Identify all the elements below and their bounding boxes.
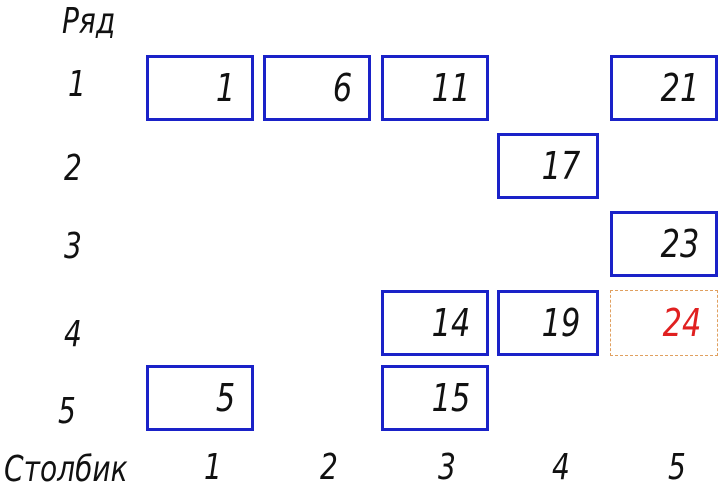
seat-number: 14 xyxy=(431,301,470,345)
seat-number: 17 xyxy=(541,144,580,188)
seat-number: 24 xyxy=(662,301,701,345)
seat-number: 6 xyxy=(332,66,352,110)
column-label-3: 3 xyxy=(438,447,456,488)
seat-box[interactable]: 23 xyxy=(610,211,718,277)
seat-box[interactable]: 17 xyxy=(497,133,599,199)
seat-number: 5 xyxy=(215,376,235,420)
column-label-5: 5 xyxy=(668,447,686,488)
row-label-2: 2 xyxy=(64,148,82,189)
row-header: Ряд xyxy=(62,1,116,42)
row-label-3: 3 xyxy=(64,226,82,267)
seat-box[interactable]: 21 xyxy=(610,55,718,121)
column-label-2: 2 xyxy=(320,447,338,488)
row-label-1: 1 xyxy=(68,64,86,105)
seat-number: 1 xyxy=(215,66,235,110)
seat-number: 15 xyxy=(431,376,470,420)
seat-box[interactable]: 6 xyxy=(263,55,371,121)
column-label-4: 4 xyxy=(552,447,570,488)
seat-box[interactable]: 19 xyxy=(497,290,599,356)
seat-box[interactable]: 15 xyxy=(381,365,489,431)
seat-box[interactable]: 1 xyxy=(146,55,254,121)
row-label-5: 5 xyxy=(58,391,76,432)
seat-box[interactable]: 14 xyxy=(381,290,489,356)
column-header: Столбик xyxy=(4,449,128,490)
seat-box-pending[interactable]: 24 xyxy=(610,290,718,356)
column-label-1: 1 xyxy=(204,447,222,488)
seat-box[interactable]: 5 xyxy=(146,365,254,431)
seat-number: 11 xyxy=(431,66,470,110)
seat-number: 21 xyxy=(660,66,699,110)
seat-number: 23 xyxy=(660,222,699,266)
row-label-4: 4 xyxy=(64,314,82,355)
seat-box[interactable]: 11 xyxy=(381,55,489,121)
seat-number: 19 xyxy=(541,301,580,345)
